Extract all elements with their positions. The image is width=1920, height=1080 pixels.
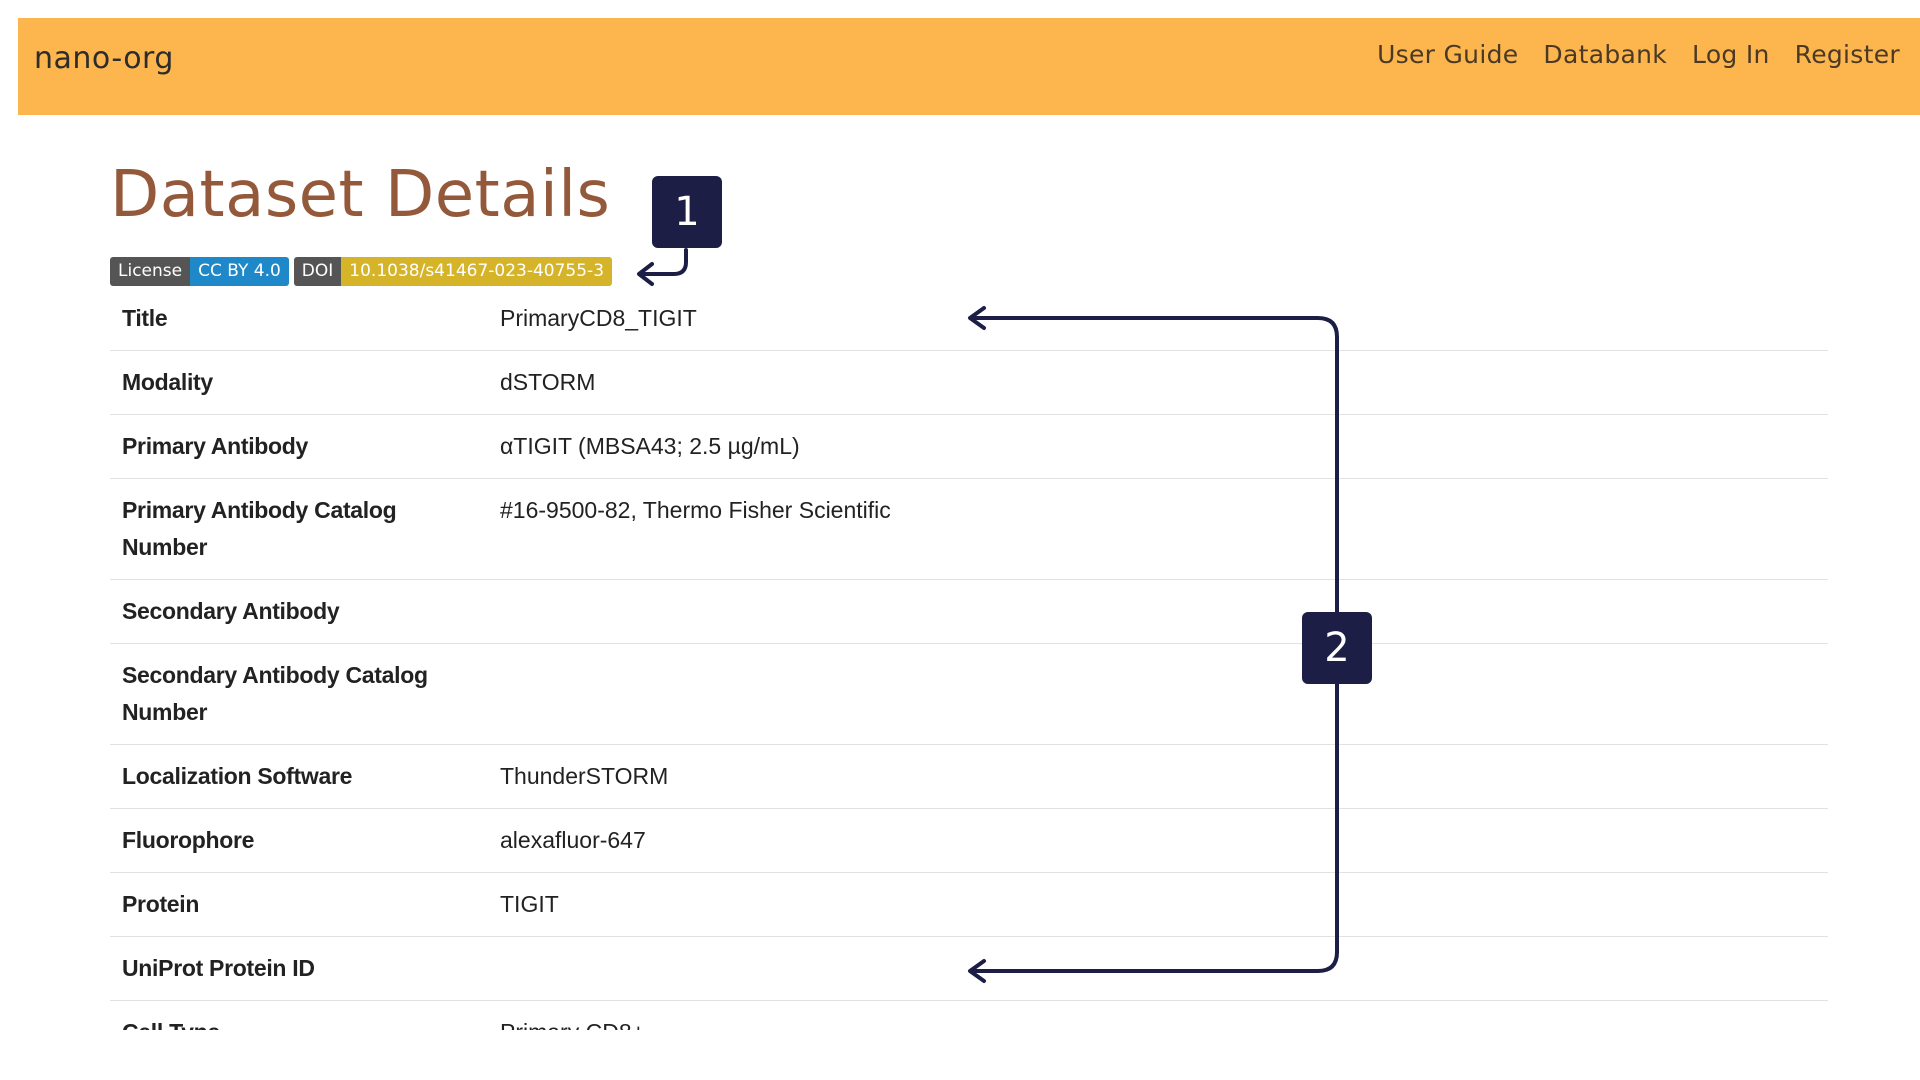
nav-register-link[interactable]: Register <box>1794 40 1900 69</box>
row-key-title: Title <box>110 287 488 351</box>
page-title: Dataset Details <box>110 158 611 232</box>
top-navbar: nano-org User Guide Databank Log In Regi… <box>18 18 1920 115</box>
row-key-secondary-antibody: Secondary Antibody <box>110 579 488 644</box>
license-badge-label: License <box>110 257 191 286</box>
table-row: Secondary Antibody Catalog Number <box>110 643 1828 745</box>
nav-databank-link[interactable]: Databank <box>1543 40 1668 69</box>
row-value-secondary-antibody-catalog <box>488 643 1828 745</box>
row-value-primary-antibody-catalog: #16-9500-82, Thermo Fisher Scientific <box>488 478 1828 580</box>
table-row: Primary Antibody αTIGIT (MBSA43; 2.5 µg/… <box>110 414 1828 479</box>
row-value-protein: TIGIT <box>488 872 1828 937</box>
table-row: Primary Antibody Catalog Number #16-9500… <box>110 478 1828 580</box>
row-key-primary-antibody-catalog: Primary Antibody Catalog Number <box>110 478 488 580</box>
row-value-fluorophore: alexafluor-647 <box>488 808 1828 873</box>
row-key-modality: Modality <box>110 350 488 415</box>
license-badge-value: CC BY 4.0 <box>190 257 289 286</box>
content-area: Dataset Details License CC BY 4.0 DOI 10… <box>110 158 1828 1030</box>
table-row: Secondary Antibody <box>110 579 1828 644</box>
doi-badge-value: 10.1038/s41467-023-40755-3 <box>341 257 613 286</box>
dataset-details-table: Title PrimaryCD8_TIGIT Modality dSTORM P… <box>110 287 1828 1030</box>
row-value-secondary-antibody <box>488 579 1828 644</box>
brand-logo-link[interactable]: nano-org <box>34 41 174 76</box>
callout-2-badge: 2 <box>1302 612 1372 684</box>
row-value-primary-antibody: αTIGIT (MBSA43; 2.5 µg/mL) <box>488 414 1828 479</box>
row-value-modality: dSTORM <box>488 350 1828 415</box>
row-value-cell-type: Primary CD8+ <box>488 1000 1828 1030</box>
table-row: Fluorophore alexafluor-647 <box>110 808 1828 873</box>
license-badge[interactable]: License CC BY 4.0 <box>110 257 289 286</box>
nav-links: User Guide Databank Log In Register <box>1377 40 1900 69</box>
table-row: Localization Software ThunderSTORM <box>110 744 1828 809</box>
table-row: Protein TIGIT <box>110 872 1828 937</box>
doi-badge[interactable]: DOI 10.1038/s41467-023-40755-3 <box>293 257 613 286</box>
callout-1-badge: 1 <box>652 176 722 248</box>
table-row: UniProt Protein ID <box>110 936 1828 1001</box>
row-value-title: PrimaryCD8_TIGIT <box>488 287 1828 351</box>
row-value-uniprot-protein-id <box>488 936 1828 1001</box>
row-key-cell-type: Cell Type <box>110 1000 488 1030</box>
row-key-secondary-antibody-catalog: Secondary Antibody Catalog Number <box>110 643 488 745</box>
row-key-protein: Protein <box>110 872 488 937</box>
table-row: Title PrimaryCD8_TIGIT <box>110 287 1828 351</box>
doi-badge-label: DOI <box>293 257 342 286</box>
row-key-uniprot-protein-id: UniProt Protein ID <box>110 936 488 1001</box>
row-key-localization-software: Localization Software <box>110 744 488 809</box>
row-key-primary-antibody: Primary Antibody <box>110 414 488 479</box>
badge-row: License CC BY 4.0 DOI 10.1038/s41467-023… <box>110 257 613 286</box>
nav-user-guide-link[interactable]: User Guide <box>1377 40 1519 69</box>
nav-log-in-link[interactable]: Log In <box>1692 40 1770 69</box>
row-value-localization-software: ThunderSTORM <box>488 744 1828 809</box>
bottom-margin <box>0 1030 1920 1080</box>
row-key-fluorophore: Fluorophore <box>110 808 488 873</box>
table-row: Modality dSTORM <box>110 350 1828 415</box>
table-row: Cell Type Primary CD8+ <box>110 1000 1828 1030</box>
